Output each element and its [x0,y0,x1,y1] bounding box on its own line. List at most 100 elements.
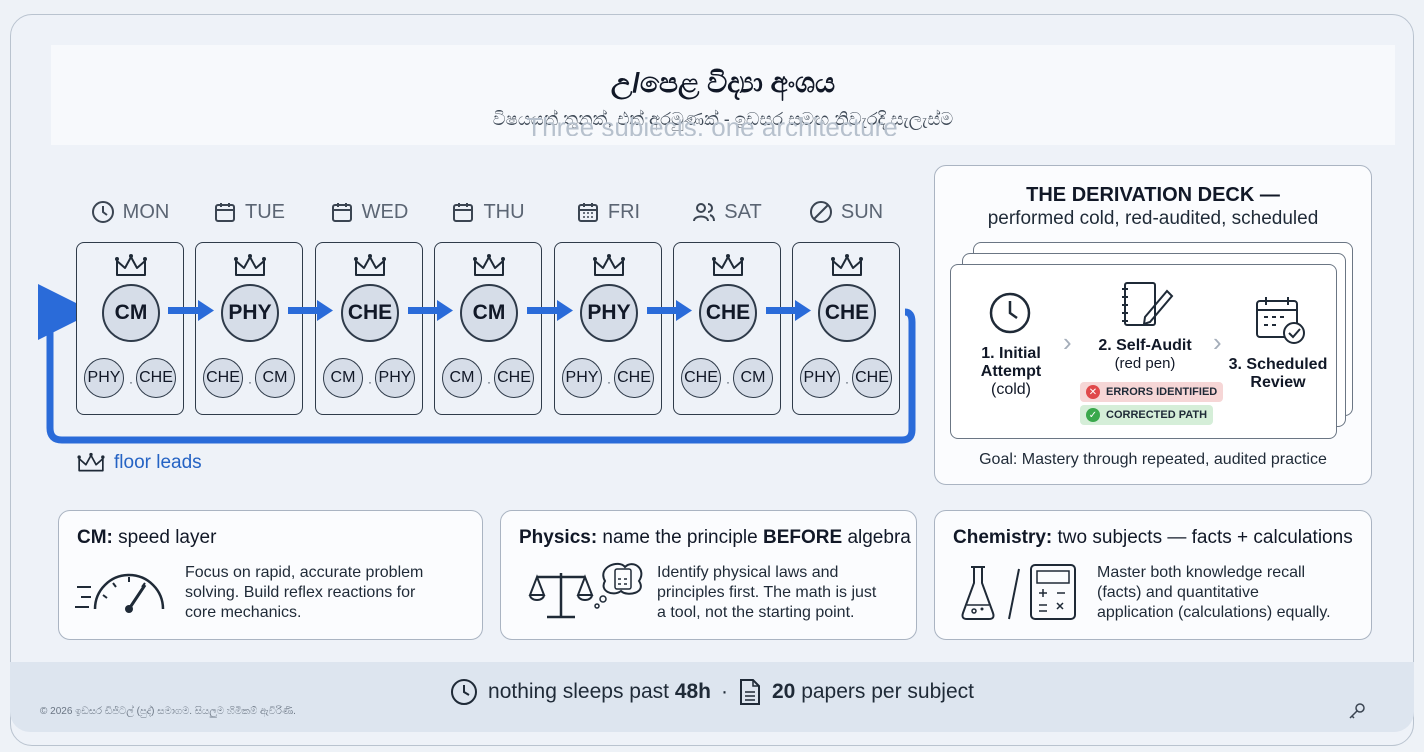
check-circle-icon: ✓ [1086,408,1100,422]
cm-panel: CM: speed layer Focus on rapid, accurate… [58,510,483,640]
support-separator: · [368,375,372,389]
ghost-subtitle: Three subjects, one architecture [526,112,898,136]
notebook-pen-icon [1122,282,1174,326]
panel-title: Chemistry: two subjects — facts + calcul… [953,527,1353,548]
footer-papers-rule: 20 papers per subject [772,680,974,703]
support-subject: CM [733,358,773,398]
crown-icon [712,254,744,276]
chevron-right-icon: › [1063,327,1072,357]
support-subject: CM [255,358,295,398]
day-label-mon: MON [76,198,184,226]
step-self-audit: 2. Self-Audit (red pen) [1098,337,1192,372]
support-subject: CHE [852,358,892,398]
footer-time-rule: nothing sleeps past 48h [488,680,711,703]
no-entry-icon [809,201,832,223]
panel-title: Physics: name the principle BEFORE algeb… [519,527,911,548]
flask-calculator-icon [961,564,1076,620]
step-initial-attempt: 1. Initial Attempt (cold) [980,345,1042,398]
panel-title: CM: speed layer [77,527,217,548]
x-circle-icon: ✕ [1086,385,1100,399]
day-card-tue: PHY CHE · CM [195,242,303,415]
lead-subject: CHE [818,284,876,342]
support-subject: CHE [494,358,534,398]
footer-bar [10,662,1414,732]
day-card-mon: CM PHY · CHE [76,242,184,415]
deck-sheet-front: 1. Initial Attempt (cold) › 2. Self-Audi… [950,264,1337,439]
support-subject: PHY [84,358,124,398]
page-title: උ/පෙළ විද්‍යා අංශය [610,67,836,98]
calendar-icon [215,203,235,222]
day-card-wed: CHE CM · PHY [315,242,423,415]
key-icon [1349,703,1365,719]
support-subject: CM [442,358,482,398]
calendar-icon [453,203,474,222]
calendar-check-icon [1256,297,1305,344]
derivation-deck-panel: THE DERIVATION DECK — performed cold, re… [934,165,1372,485]
support-separator: · [845,375,849,389]
support-subject: CM [323,358,363,398]
calendar-grid-icon [577,203,598,222]
calendar-icon [331,203,352,222]
day-card-thu: CM CM · CHE [434,242,542,415]
support-subject: CHE [681,358,721,398]
crown-icon [115,254,147,276]
support-subject: CHE [203,358,243,398]
lead-subject: CHE [699,284,757,342]
chemistry-panel: Chemistry: two subjects — facts + calcul… [934,510,1372,640]
connector-arrow [647,300,692,321]
crown-icon [77,452,105,472]
crown-icon [593,254,625,276]
lead-subject: PHY [221,284,279,342]
footer-separator: · [721,680,728,703]
step-scheduled-review: 3. Scheduled Review [1228,356,1328,391]
connector-arrow [288,300,333,321]
document-icon [740,679,760,705]
crown-icon [473,254,505,276]
header: උ/පෙළ විද්‍යා අංශය විෂයයන් තුනක්, එක් අර… [51,45,1395,145]
chevron-right-icon: › [1213,327,1222,357]
day-label-wed: WED [315,198,423,226]
page-subtitle: විෂයයන් තුනක්, එක් අරමුණක් - ඉඩසර සමඟ නි… [492,109,954,129]
deck-goal: Goal: Mastery through repeated, audited … [979,451,1327,468]
legend: floor leads [76,452,202,474]
day-label-thu: THU [434,198,542,226]
lead-subject: CM [102,284,160,342]
deck-title: THE DERIVATION DECK — [1026,184,1280,206]
users-icon [693,203,716,222]
support-separator: · [129,375,133,389]
support-subject: PHY [562,358,602,398]
support-subject: CHE [136,358,176,398]
day-card-sun: CHE PHY · CHE [792,242,900,415]
speedometer-icon [75,573,165,613]
errors-identified-tag: ✕ ERRORS IDENTIFIED [1080,382,1224,402]
crown-icon [234,254,266,276]
support-separator: · [726,375,730,389]
support-separator: · [607,375,611,389]
day-card-fri: PHY PHY · CHE [554,242,662,415]
lead-subject: PHY [580,284,638,342]
connector-arrow [408,300,453,321]
scales-calculator-icon [528,562,643,619]
day-label-tue: TUE [195,198,303,226]
day-card-sat: CHE CHE · CM [673,242,781,415]
connector-arrow [168,300,214,321]
lead-subject: CHE [341,284,399,342]
physics-panel: Physics: name the principle BEFORE algeb… [500,510,917,640]
corrected-path-tag: ✓ CORRECTED PATH [1080,405,1214,425]
panel-text: Master both knowledge recall(facts) and … [1097,564,1331,621]
clock-icon [91,201,114,223]
clock-icon [451,679,478,705]
support-subject: PHY [375,358,415,398]
lead-subject: CM [460,284,518,342]
day-label-sat: SAT [673,198,781,226]
support-separator: · [248,375,252,389]
crown-icon [831,254,863,276]
legend-label: floor leads [114,452,202,473]
connector-arrow [527,300,573,321]
support-separator: · [487,375,491,389]
deck-subtitle: performed cold, red-audited, scheduled [987,208,1319,229]
support-subject: PHY [800,358,840,398]
